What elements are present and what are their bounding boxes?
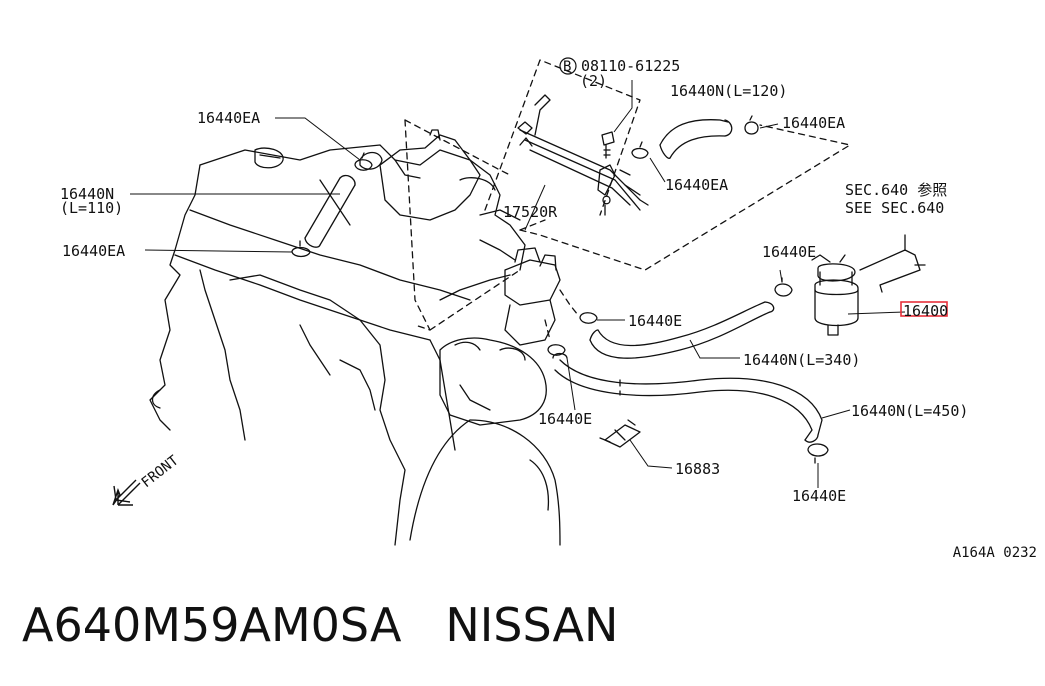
label-bolt-qty: (2): [580, 72, 607, 90]
dashed-grouping-lines: [404, 59, 851, 396]
bolt-08110-61225: [601, 131, 615, 159]
callout-labels: B 08110-61225 (2) 16440N(L=120) 16440EA …: [60, 57, 968, 505]
hose-l120: [659, 119, 733, 159]
footer-brand: NISSAN: [445, 598, 619, 652]
label-tube-assembly: 17520R: [503, 203, 558, 221]
hose-clamps: [291, 115, 829, 464]
label-clamp-top-left: 16440EA: [197, 109, 260, 127]
label-clamp-top-right: 16440EA: [782, 114, 845, 132]
part-highlight-box: [900, 301, 948, 317]
bracket-16883: [599, 419, 641, 448]
fuel-filter-16400: [811, 234, 926, 336]
engine-block-drawing: [149, 129, 561, 546]
footer-part-code: A640M59AM0SA: [22, 598, 402, 652]
hose-l340: [589, 301, 775, 359]
tube-assembly-17520r: [517, 94, 649, 216]
front-direction-indicator: FRONT: [112, 452, 183, 506]
label-hose-l110-length: (L=110): [60, 199, 123, 217]
label-clamp-left: 16440EA: [62, 242, 125, 260]
label-clamp-center: 16440E: [628, 312, 682, 330]
hose-l450: [554, 359, 823, 443]
hose-l110: [304, 174, 356, 248]
label-section-ref-en: SEE SEC.640: [845, 199, 944, 217]
label-hose-l450: 16440N(L=450): [851, 402, 968, 420]
label-clamp-mid: 16440EA: [665, 176, 728, 194]
label-clamp-filter: 16440E: [762, 243, 816, 261]
bolt-circle-letter: B: [563, 59, 571, 75]
label-front: FRONT: [139, 452, 183, 491]
label-fuel-filter: 16400: [903, 302, 948, 320]
label-hose-l120: 16440N(L=120): [670, 82, 787, 100]
label-hose-l340: 16440N(L=340): [743, 351, 860, 369]
label-hose-l110: 16440N: [60, 185, 114, 203]
label-clamp-bottom: 16440E: [792, 487, 846, 505]
drawing-code: A164A 0232: [952, 545, 1037, 561]
label-bracket: 16883: [675, 460, 720, 478]
label-bolt: 08110-61225: [581, 57, 680, 75]
label-section-ref-jp: SEC.640 参照: [845, 181, 947, 199]
label-clamp-lower: 16440E: [538, 410, 592, 428]
leader-lines: [130, 80, 906, 488]
footer-caption: A640M59AM0SA NISSAN: [22, 598, 618, 652]
